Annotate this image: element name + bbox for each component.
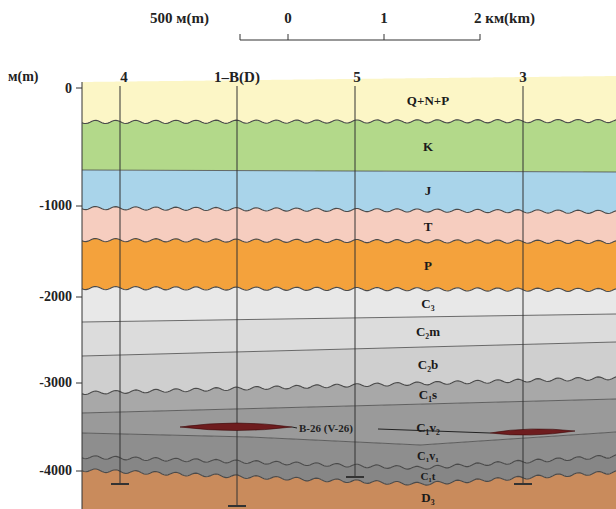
stratum-label: C₁s [419,388,437,401]
stratum-label: C₁t [421,471,436,482]
depth-value: 0 [65,82,72,96]
well-line [355,86,356,477]
reservoir-label: B-26 (V-26) [299,423,353,434]
band-shape [82,73,616,127]
boundary-line [82,119,616,123]
band-fill [82,170,616,214]
scale-tick [384,34,385,40]
leader-line [378,429,490,433]
scale-tick [288,34,289,40]
stratum-label: C₃ [421,297,434,310]
depth-tick [76,383,82,384]
boundary-line [82,207,616,214]
depth-tick [76,88,82,89]
scale-bar [240,39,480,40]
band-fill [82,76,616,124]
scale-number: 1 [380,11,388,26]
boundary-line [82,342,616,356]
stratum-label: C₁v₂ [416,421,440,434]
stratum-label: D₃ [421,491,434,504]
depth-value: -4000 [39,464,72,478]
stratum-label: P [424,259,432,272]
scale-tick [240,34,241,40]
leader-line [292,427,297,428]
depth-tick [76,471,82,472]
boundary-line [82,469,616,485]
stratum-label: T [424,220,433,233]
stratum-label: C₁v₁ [417,450,439,462]
depth-value: -1000 [39,199,72,213]
band-fill [82,469,616,509]
band-fill [82,207,616,244]
boundary-line [82,238,616,243]
boundary-line [82,286,616,291]
boundary-line [82,399,616,413]
well-line [237,86,238,506]
well-bottom [228,505,246,507]
stratum-label: C₂m [416,325,440,338]
stratum-label: Q+N+P [407,94,449,107]
stratum-label: C₂b [418,358,439,371]
band-fill [82,119,616,172]
reservoir-lens [180,423,292,431]
band-shape [82,116,616,175]
boundary-line [82,314,616,322]
scale-number: 0 [284,11,292,26]
depth-value: -3000 [39,376,72,390]
reservoir-lens [490,429,575,435]
depth-axis [82,82,83,509]
band-fill [82,238,616,291]
boundary-line [82,455,616,469]
well-number: 4 [120,70,128,85]
scale-tick [480,34,481,40]
well-number: 1–B(D) [214,70,260,85]
stratum-label: J [425,184,432,197]
scale-unit: 500 м(m) [150,11,209,26]
band-shape [82,466,616,509]
well-line [523,86,524,484]
well-bottom [111,483,129,485]
axis-unit: м(m) [8,70,39,84]
strata-band: P [82,235,616,295]
strata-band: Q+N+P [82,73,616,127]
depth-tick [76,297,82,298]
boundary-line [82,377,616,395]
well-number: 5 [353,70,361,85]
well-number: 3 [519,70,527,85]
band-shape [82,235,616,295]
depth-value: -2000 [39,290,72,304]
well-line [120,86,121,484]
strata-band: D₃ [82,466,616,509]
depth-tick [76,206,82,207]
strata-band: K [82,116,616,175]
well-bottom [514,483,532,485]
boundary-line [82,170,616,172]
well-bottom [346,476,364,478]
scale-unit: 2 км(km) [474,11,535,26]
stratum-label: K [423,140,433,153]
